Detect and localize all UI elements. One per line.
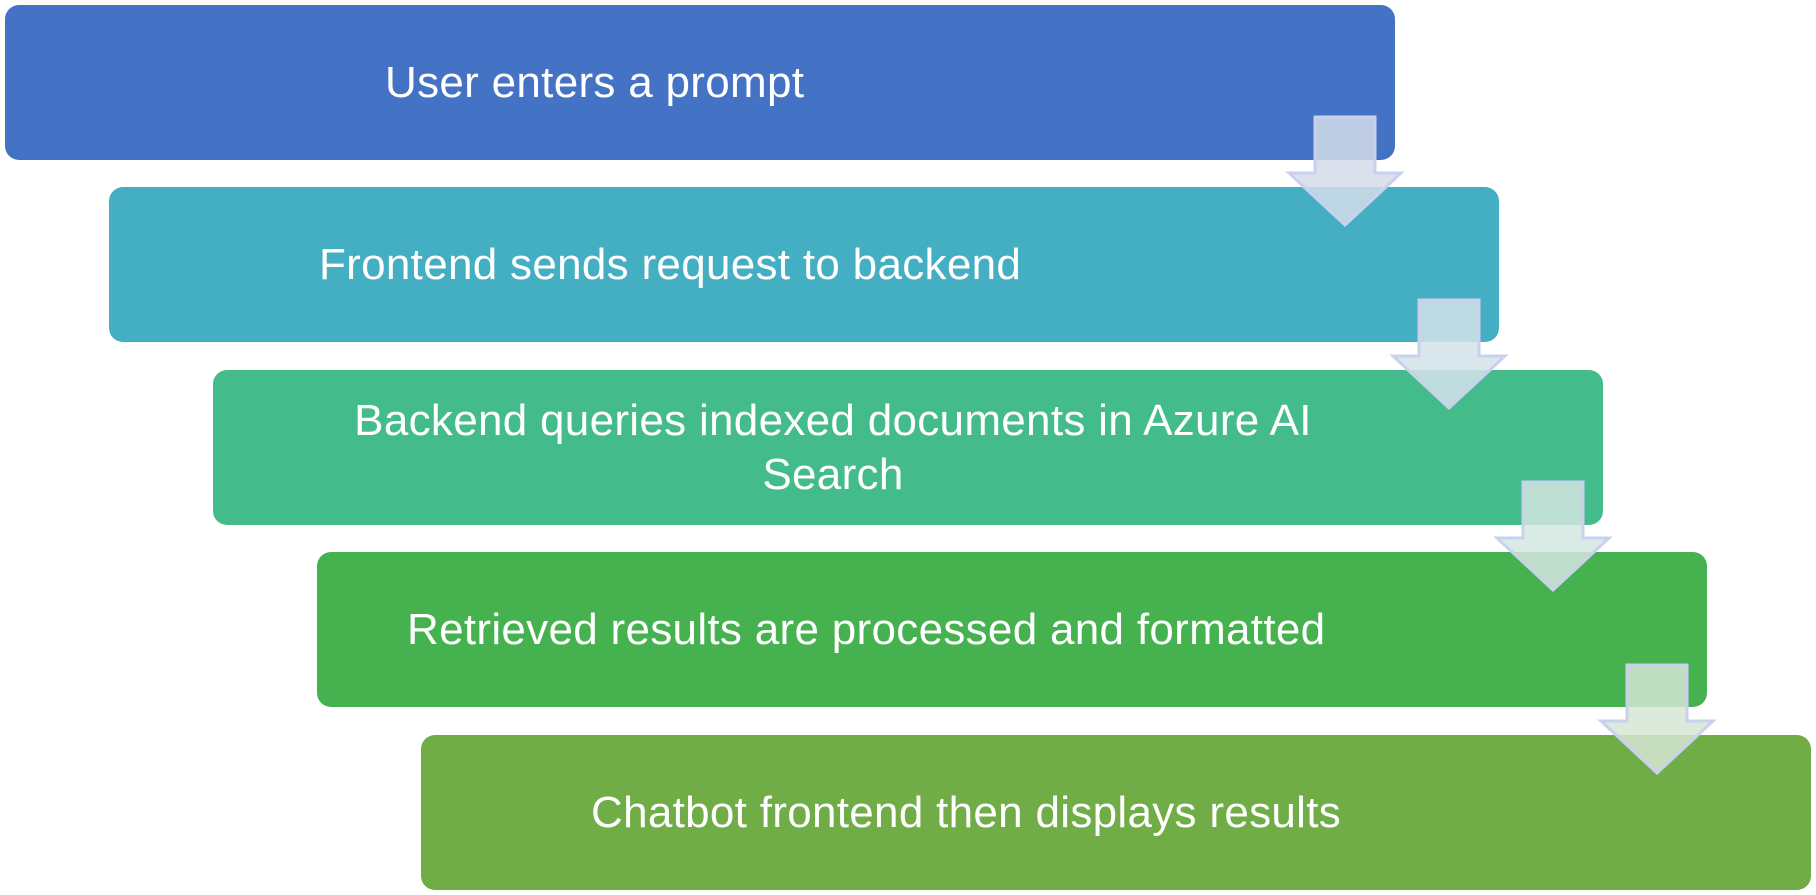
step-box-3: Backend queries indexed documents in Azu…: [213, 370, 1603, 525]
step-label-1: User enters a prompt: [385, 57, 805, 107]
step-box-4: Retrieved results are processed and form…: [317, 552, 1707, 707]
step-label-3: Backend queries indexed documents in Azu…: [354, 395, 1312, 499]
down-arrow-icon: [1597, 663, 1717, 775]
step-label-4: Retrieved results are processed and form…: [407, 604, 1326, 654]
step-label-5: Chatbot frontend then displays results: [591, 787, 1342, 837]
down-arrow-icon: [1285, 115, 1405, 227]
step-box-2: Frontend sends request to backend: [109, 187, 1499, 342]
down-arrow-icon: [1493, 480, 1613, 592]
step-box-1: User enters a prompt: [5, 5, 1395, 160]
step-box-5: Chatbot frontend then displays results: [421, 735, 1811, 890]
down-arrow-icon: [1389, 298, 1509, 410]
step-label-2: Frontend sends request to backend: [319, 239, 1022, 289]
